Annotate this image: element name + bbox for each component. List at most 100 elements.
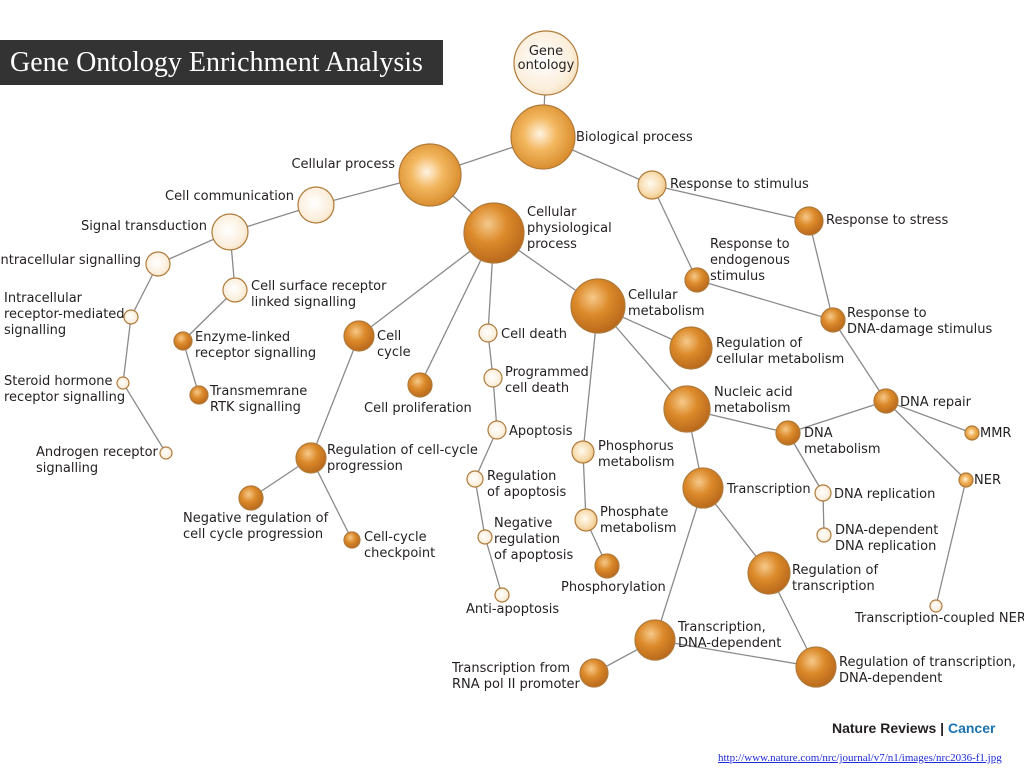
node-label-line: Phosphorus [598, 439, 674, 454]
edge-transcription-to-transcription-dna-dependent [654, 487, 704, 641]
node-label-line: Transcription from [451, 661, 570, 676]
node-mmr-circle [964, 425, 980, 441]
node-label-line: receptor signalling [4, 390, 125, 405]
node-label-line: DNA-dependent [839, 671, 942, 686]
node-label-line: cellular metabolism [716, 352, 844, 367]
node-label-line: Phosphorylation [561, 580, 666, 595]
node-anti-apoptosis-circle [494, 587, 510, 603]
node-intracellular-signalling: Intracellular signalling [0, 251, 171, 277]
node-phosphorylation-circle [594, 553, 620, 579]
node-response-to-dna-damage-stimulus-circle [820, 307, 846, 333]
node-label-line: Regulation of transcription, [839, 655, 1016, 670]
node-label-line: Gene [529, 44, 563, 59]
node-dna-replication: DNA replication [814, 484, 935, 502]
node-response-to-endogenous-stimulus-circle [684, 267, 710, 293]
node-regulation-of-apoptosis-circle [466, 470, 484, 488]
node-label-line: DNA-dependent [835, 523, 938, 538]
node-negative-regulation-of-apoptosis-circle [477, 529, 493, 545]
node-dna-repair: DNA repair [873, 388, 972, 414]
node-phosphorus-metabolism-circle [571, 440, 595, 464]
node-label-line: metabolism [714, 401, 791, 416]
node-label-line: stimulus [710, 269, 765, 284]
edge-steroid-hormone-receptor-signalling-to-androgen-receptor-signalling [122, 382, 167, 454]
edge-dna-metabolism-to-dna-repair [787, 400, 887, 434]
node-label-line: Intracellular [4, 291, 83, 306]
node-transcription-coupled-ner-label: Transcription-coupled NER [854, 611, 1024, 626]
node-cell-death-label: Cell death [501, 327, 567, 342]
node-ner-label: NER [974, 473, 1001, 488]
node-label-line: Anti-apoptosis [466, 602, 559, 617]
credit-journal: Nature Reviews [832, 720, 937, 736]
node-label-line: Cellular [527, 205, 577, 220]
node-label-line: of apoptosis [487, 485, 567, 500]
node-intracellular-receptor-mediated-signalling-circle [123, 309, 139, 325]
node-cell-communication-circle [297, 186, 335, 224]
node-phosphorylation: Phosphorylation [561, 553, 666, 595]
node-label-line: Cell proliferation [364, 401, 472, 416]
node-label-line: Transcription, [677, 620, 766, 635]
node-label-line: Response to [710, 237, 790, 252]
node-transcription-label: Transcription [726, 482, 811, 497]
credit-separator: | [940, 720, 945, 736]
node-label-line: Nucleic acid [714, 385, 793, 400]
node-label-line: signalling [4, 323, 66, 338]
node-anti-apoptosis-label: Anti-apoptosis [466, 602, 559, 617]
node-apoptosis: Apoptosis [487, 420, 573, 440]
edge-ner-to-transcription-coupled-ner [935, 479, 967, 607]
node-label-line: Cell [377, 329, 401, 344]
node-regulation-of-transcription-circle [747, 551, 791, 595]
node-label-line: metabolism [804, 442, 881, 457]
node-label-line: checkpoint [364, 546, 435, 561]
node-cell-cycle-checkpoint-circle [343, 531, 361, 549]
edge-negative-regulation-of-apoptosis-to-anti-apoptosis [484, 536, 503, 596]
node-label-line: Biological process [576, 130, 693, 145]
node-label-line: Programmed [505, 365, 589, 380]
node-signal-transduction-circle [211, 213, 249, 251]
node-label-line: metabolism [628, 304, 705, 319]
node-mmr-label: MMR [980, 426, 1011, 441]
node-regulation-of-transcription-dna-dependent: Regulation of transcription,DNA-dependen… [795, 646, 1016, 688]
node-apoptosis-label: Apoptosis [509, 424, 573, 439]
node-label-line: Response to [847, 306, 927, 321]
node-signal-transduction: Signal transduction [81, 213, 249, 251]
node-transcription-coupled-ner-circle [929, 599, 943, 613]
node-transmemrane-rtk-signalling-circle [189, 385, 209, 405]
node-label-line: Cell surface receptor [251, 279, 387, 294]
node-label-line: Transmemrane [209, 384, 307, 399]
node-response-to-stress-circle [794, 206, 824, 236]
node-dna-metabolism-circle [775, 420, 801, 446]
node-label-line: Signal transduction [81, 219, 207, 234]
node-label-line: ontology [518, 58, 575, 73]
source-link[interactable]: http://www.nature.com/nrc/journal/v7/n1/… [718, 752, 1002, 764]
node-label-line: Response to stress [826, 213, 948, 228]
node-transcription-dna-dependent: Transcription,DNA-dependent [634, 619, 781, 661]
node-ner: NER [958, 472, 1001, 488]
